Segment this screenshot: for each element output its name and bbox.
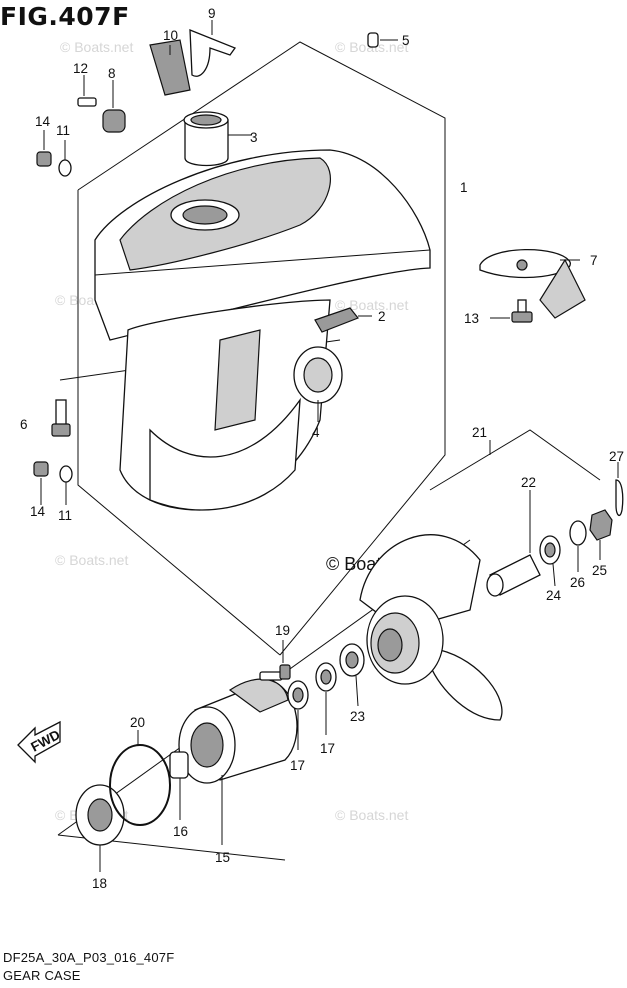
callout-15: 15 [215, 850, 230, 865]
part-7-trim-tab [479, 248, 586, 319]
callout-2: 2 [378, 309, 386, 324]
part-19-bolt [259, 640, 291, 681]
forward-direction-arrow: FWD [17, 720, 63, 764]
callout-18: 18 [92, 876, 107, 891]
callout-17-left: 17 [290, 758, 305, 773]
callout-6: 6 [20, 417, 28, 432]
part-5-dowel-pin [367, 32, 398, 48]
part-3-needle-bearing [183, 111, 252, 167]
callout-20: 20 [130, 715, 145, 730]
part-25-propeller-nut [589, 509, 613, 560]
callout-11-top: 11 [56, 123, 70, 138]
part-22-thrust-bushing [486, 490, 541, 597]
part-15-shaft-housing [178, 678, 298, 845]
callout-17-right: 17 [320, 741, 335, 756]
watermark: © Boats.net [55, 552, 128, 568]
part-17-washer-a [287, 680, 309, 750]
callout-8: 8 [108, 66, 116, 81]
callout-23: 23 [350, 709, 365, 724]
part-8-grommet [102, 80, 126, 133]
part-16-bushing [169, 751, 189, 820]
part-2-anode [314, 307, 372, 333]
callout-24: 24 [546, 588, 562, 603]
callout-27: 27 [609, 449, 624, 464]
part-27-cotter-pin [615, 462, 624, 517]
part-11-washer-bottom [59, 465, 73, 505]
part-13-bolt [490, 299, 533, 323]
diagram-name: GEAR CASE [3, 968, 81, 983]
part-17-washer-b [315, 662, 337, 735]
gear-case-housing [94, 149, 431, 511]
callout-9: 9 [208, 6, 216, 21]
part-14-nut-bottom [33, 461, 49, 505]
callout-12: 12 [73, 61, 88, 76]
callout-labels: 1 2 3 4 5 6 7 8 9 10 11 11 12 13 14 14 1… [20, 6, 624, 891]
figure-title: FIG.407F [0, 2, 130, 31]
callout-14-top: 14 [35, 114, 51, 129]
callout-26: 26 [570, 575, 585, 590]
callout-19: 19 [275, 623, 290, 638]
part-12-bolt [77, 75, 97, 107]
watermark: © Boats.net [335, 297, 408, 313]
watermark: © Boats.net [335, 807, 408, 823]
callout-11-bottom: 11 [58, 508, 72, 523]
watermark: © Boats.net [60, 39, 133, 55]
callout-5: 5 [402, 33, 410, 48]
callout-21: 21 [472, 425, 487, 440]
callout-22: 22 [521, 475, 536, 490]
callout-10: 10 [163, 28, 178, 43]
callout-25: 25 [592, 563, 607, 578]
callout-4: 4 [312, 425, 320, 440]
callout-7: 7 [590, 253, 598, 268]
part-6-bolt [51, 399, 71, 437]
part-4-oil-seal [293, 346, 343, 422]
part-14-nut-top [36, 130, 52, 167]
part-23-thrust-washer [339, 643, 365, 707]
callout-13: 13 [464, 311, 479, 326]
part-10-plate [149, 39, 191, 96]
part-20-o-ring [109, 730, 171, 826]
part-9-seal [189, 20, 237, 77]
callout-16: 16 [173, 824, 188, 839]
callout-1: 1 [460, 180, 468, 195]
part-21-propeller [359, 440, 503, 721]
callout-14-bottom: 14 [30, 504, 46, 519]
part-26-washer [569, 520, 587, 572]
part-24-spacer [539, 535, 561, 587]
part-18-oil-seal [75, 784, 125, 872]
part-11-washer-top [58, 140, 72, 177]
callout-3: 3 [250, 130, 258, 145]
diagram-code: DF25A_30A_P03_016_407F [3, 950, 175, 965]
